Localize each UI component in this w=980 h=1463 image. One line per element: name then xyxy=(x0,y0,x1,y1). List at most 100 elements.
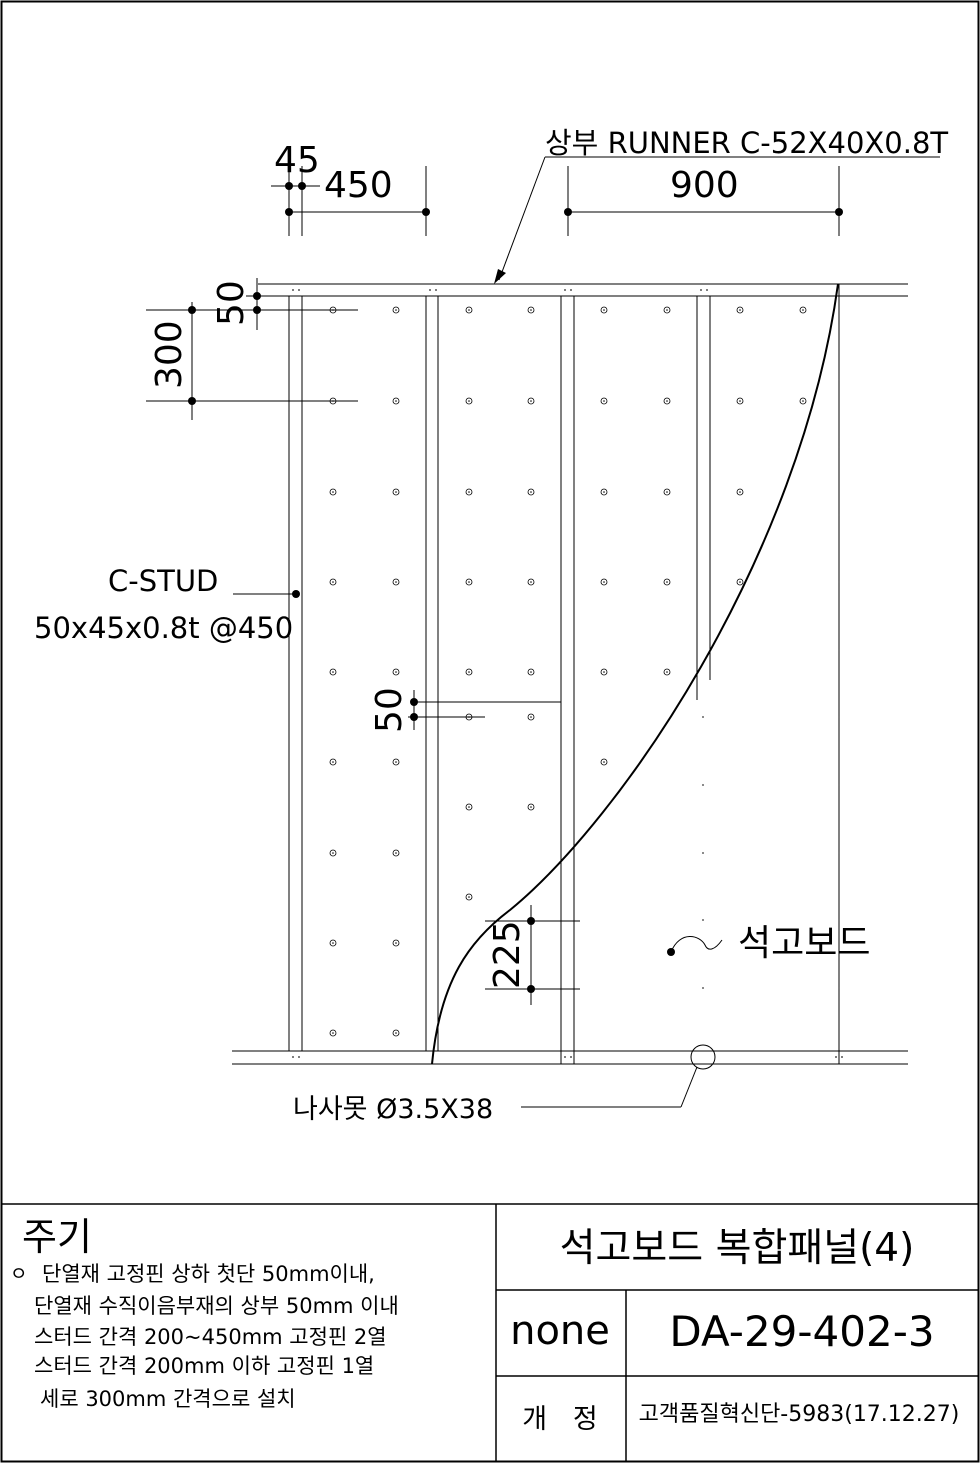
fixing-pin xyxy=(465,668,473,676)
fixing-pin xyxy=(663,488,671,496)
fixing-pin xyxy=(527,488,535,496)
fixing-pin-center xyxy=(530,400,532,402)
runner-screw-marks xyxy=(292,289,843,1058)
fixing-pins xyxy=(329,306,807,1037)
fixing-pin xyxy=(527,713,535,721)
fixing-pin-center xyxy=(530,716,532,718)
fixing-pin-center xyxy=(395,491,397,493)
fixing-pin-center xyxy=(603,671,605,673)
screw-leader xyxy=(521,1066,698,1108)
dimension-dots xyxy=(188,182,843,993)
bottom-runner xyxy=(232,1050,908,1065)
fixing-pin xyxy=(465,306,473,314)
fixing-pin-center xyxy=(530,806,532,808)
fixing-pin xyxy=(600,578,608,586)
fixing-pin-center xyxy=(332,761,334,763)
fixing-pin xyxy=(527,397,535,405)
fixing-pin-center xyxy=(332,942,334,944)
fixing-pin xyxy=(663,397,671,405)
note-line: 세로 300mm 간격으로 설치 xyxy=(40,1387,296,1411)
fixing-pin-center xyxy=(332,581,334,583)
fixing-pin xyxy=(392,306,400,314)
fixing-pin-center xyxy=(332,671,334,673)
fixing-pin-center xyxy=(530,309,532,311)
fixing-pin-center xyxy=(332,1032,334,1034)
fixing-pin xyxy=(600,397,608,405)
gypsum-leader xyxy=(670,936,723,953)
board-screw-dot xyxy=(838,987,840,989)
stud-label-line1: C-STUD xyxy=(108,564,218,598)
fixing-pin-center xyxy=(666,671,668,673)
fixing-pin xyxy=(663,578,671,586)
fixing-pin-center xyxy=(395,852,397,854)
fixing-pin-center xyxy=(395,761,397,763)
fixing-pin xyxy=(600,758,608,766)
fixing-pin-center xyxy=(603,491,605,493)
fixing-pin-center xyxy=(666,581,668,583)
fixing-pin-center xyxy=(468,671,470,673)
screw-label: 나사못 Ø3.5X38 xyxy=(293,1094,493,1125)
fixing-pin-center xyxy=(468,491,470,493)
fixing-pin-center xyxy=(739,309,741,311)
fixing-pin-center xyxy=(468,400,470,402)
fixing-pin xyxy=(527,668,535,676)
fixing-pin xyxy=(329,849,337,857)
fixing-pin xyxy=(736,306,744,314)
note-line: 스터드 간격 200mm 이하 고정핀 1열 xyxy=(34,1354,374,1378)
fixing-pin-center xyxy=(666,309,668,311)
note-line: 단열재 수직이음부재의 상부 50mm 이내 xyxy=(34,1294,399,1318)
dim-300: 300 xyxy=(149,320,190,389)
fixing-pin xyxy=(527,803,535,811)
fixing-pin xyxy=(329,939,337,947)
stud-leader-dot xyxy=(292,590,300,598)
fixing-pin-center xyxy=(603,761,605,763)
runner-arrow-head xyxy=(494,269,506,284)
fixing-pin-center xyxy=(802,309,804,311)
board-screw-dot xyxy=(838,581,840,583)
scale-value: none xyxy=(510,1308,610,1354)
fixing-pin-center xyxy=(530,671,532,673)
gypsum-board-cut-line xyxy=(431,283,839,1065)
dim-45: 45 xyxy=(274,140,320,181)
fixing-pin-center xyxy=(332,852,334,854)
fixing-pin xyxy=(527,578,535,586)
fixing-pin xyxy=(799,397,807,405)
runner-leader xyxy=(498,156,940,281)
board-screw-dot xyxy=(702,987,704,989)
fixing-pin-center xyxy=(530,491,532,493)
fixing-pin-center xyxy=(395,1032,397,1034)
board-screw-dot xyxy=(838,852,840,854)
fixing-pin-center xyxy=(468,806,470,808)
fixing-pin xyxy=(392,578,400,586)
notes-bullet: ㅇ xyxy=(10,1263,27,1285)
note-line: 단열재 고정핀 상하 첫단 50mm이내, xyxy=(42,1262,375,1286)
fixing-pin xyxy=(600,306,608,314)
board-screw-dot xyxy=(702,919,704,921)
gypsum-leader-dot xyxy=(667,948,675,956)
fixing-pin xyxy=(465,488,473,496)
fixing-pin xyxy=(329,758,337,766)
fixing-pin-center xyxy=(666,400,668,402)
fixing-pin-center xyxy=(468,581,470,583)
dim-50-top: 50 xyxy=(211,280,252,326)
fixing-pin-center xyxy=(739,400,741,402)
fixing-pin-center xyxy=(603,400,605,402)
fixing-pin-center xyxy=(666,491,668,493)
board-screw-dot xyxy=(702,852,704,854)
fixing-pin-center xyxy=(468,309,470,311)
board-screw-dots xyxy=(702,379,840,989)
drawing-title: 석고보드 복합패널(4) xyxy=(560,1226,915,1271)
fixing-pin-center xyxy=(603,581,605,583)
fixing-pin xyxy=(600,488,608,496)
fixing-pin xyxy=(465,893,473,901)
fixing-pin-center xyxy=(395,309,397,311)
revision-label: 개 정 xyxy=(522,1404,597,1435)
stud-label-line2: 50x45x0.8t @450 xyxy=(34,611,293,645)
fixing-pin xyxy=(392,488,400,496)
drawing-number: DA-29-402-3 xyxy=(669,1307,934,1356)
fixing-pin xyxy=(392,1029,400,1037)
revision-value: 고객품질혁신단-5983(17.12.27) xyxy=(639,1402,960,1427)
fixing-pin xyxy=(736,397,744,405)
